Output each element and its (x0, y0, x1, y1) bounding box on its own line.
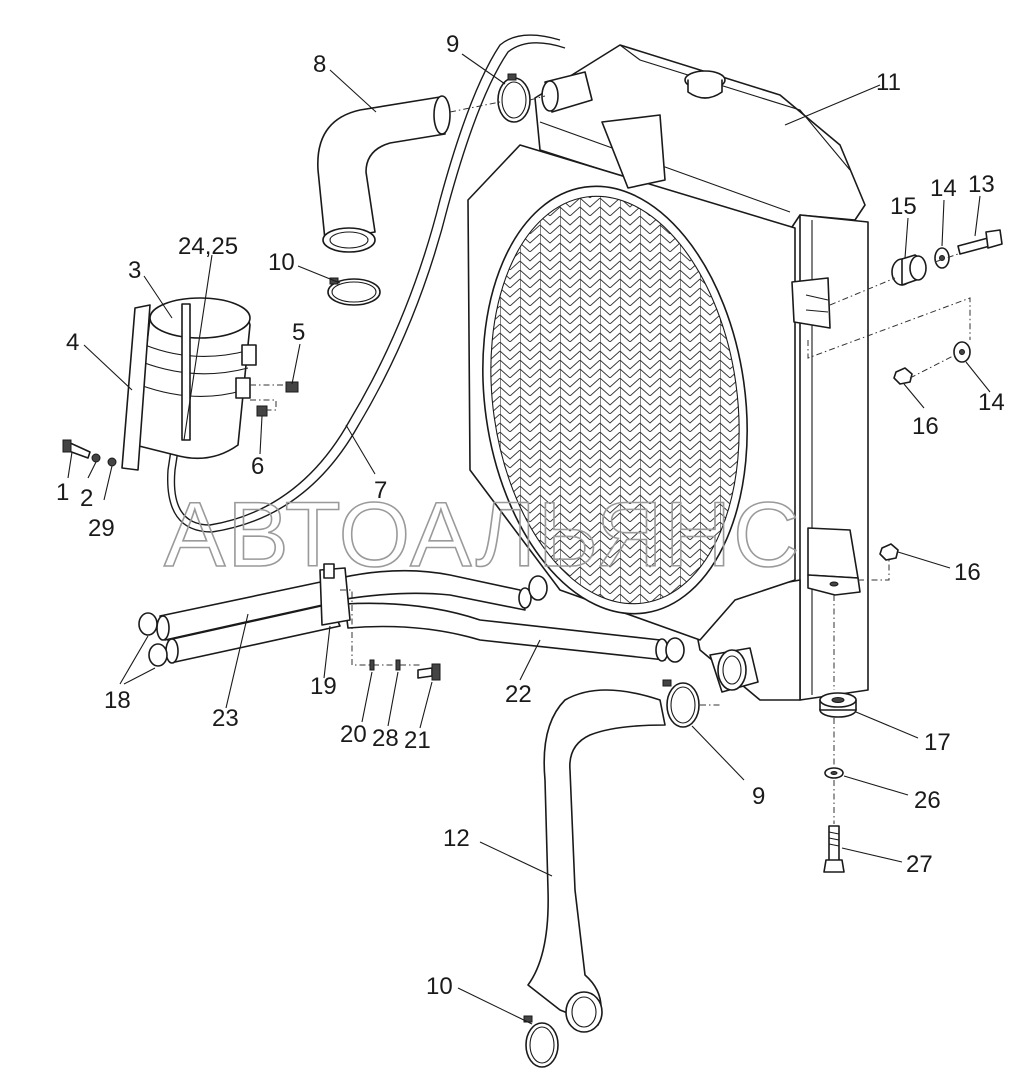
callout-11: 11 (876, 69, 901, 96)
callout-12: 12 (443, 825, 470, 852)
callout-7: 7 (374, 477, 387, 504)
rubber-mount-17 (819, 692, 857, 718)
pipe-23 (156, 579, 341, 664)
clamp-9-top (497, 73, 531, 123)
callout-10-top: 10 (268, 249, 295, 276)
clamp-10-lower (523, 1015, 559, 1068)
expansion-tank-3 (121, 297, 257, 471)
radiator-body (467, 44, 869, 701)
upper-hose-8 (317, 95, 451, 253)
bushing-15 (891, 254, 927, 286)
callout-6: 6 (251, 453, 264, 480)
callout-22: 22 (505, 681, 532, 708)
callout-2: 2 (80, 485, 93, 512)
callout-27: 27 (906, 851, 933, 878)
callout-26: 26 (914, 787, 941, 814)
callout-20: 20 (340, 721, 367, 748)
clamp-18a (138, 612, 158, 636)
bolt-13 (957, 229, 1003, 255)
callout-29: 29 (88, 515, 115, 542)
bolt-27 (823, 825, 845, 873)
callout-14-top: 14 (930, 175, 957, 202)
callout-3: 3 (128, 257, 141, 284)
callout-19: 19 (310, 673, 337, 700)
nut-16-lower (879, 543, 899, 561)
callout-16-lower: 16 (954, 559, 981, 586)
clamp-10-top (327, 277, 381, 306)
callout-23: 23 (212, 705, 239, 732)
callout-18: 18 (104, 687, 131, 714)
callout-labels: 1 2 3 4 5 6 7 8 9 9 10 10 11 12 13 14 14… (56, 31, 1005, 1000)
clamp-22a (528, 575, 548, 601)
washer-2 (91, 453, 101, 463)
clamp-18b (148, 643, 168, 667)
washer-20 (369, 659, 375, 671)
callout-10-lower: 10 (426, 973, 453, 1000)
clamp-9-lower (662, 679, 700, 728)
callout-5: 5 (292, 319, 305, 346)
clamp-22b (665, 637, 685, 663)
callout-28: 28 (372, 725, 399, 752)
bolt-1 (62, 439, 91, 459)
callout-8: 8 (313, 51, 326, 78)
callout-13: 13 (968, 171, 995, 198)
nut-6 (256, 405, 268, 417)
callout-1: 1 (56, 479, 69, 506)
callout-9-top: 9 (446, 31, 459, 58)
callout-21: 21 (404, 727, 431, 754)
callout-16-upper: 16 (912, 413, 939, 440)
callout-24-25: 24,25 (178, 233, 238, 260)
washer-28 (395, 659, 401, 671)
watermark-text: АВТОАЛЬЯНС (164, 484, 802, 586)
overflow-tube-7 (173, 34, 561, 526)
callout-17: 17 (924, 729, 951, 756)
callout-9-lower: 9 (752, 783, 765, 810)
callout-4: 4 (66, 329, 79, 356)
callout-15: 15 (890, 193, 917, 220)
pipe-22 (339, 569, 669, 662)
leader-lines (67, 53, 991, 1025)
lower-hose-12 (527, 689, 666, 1033)
washer-29 (107, 457, 117, 467)
callout-14-lower: 14 (978, 389, 1005, 416)
nut-16-upper (893, 367, 913, 385)
bolt-21 (417, 663, 441, 681)
bracket-19 (319, 563, 351, 626)
